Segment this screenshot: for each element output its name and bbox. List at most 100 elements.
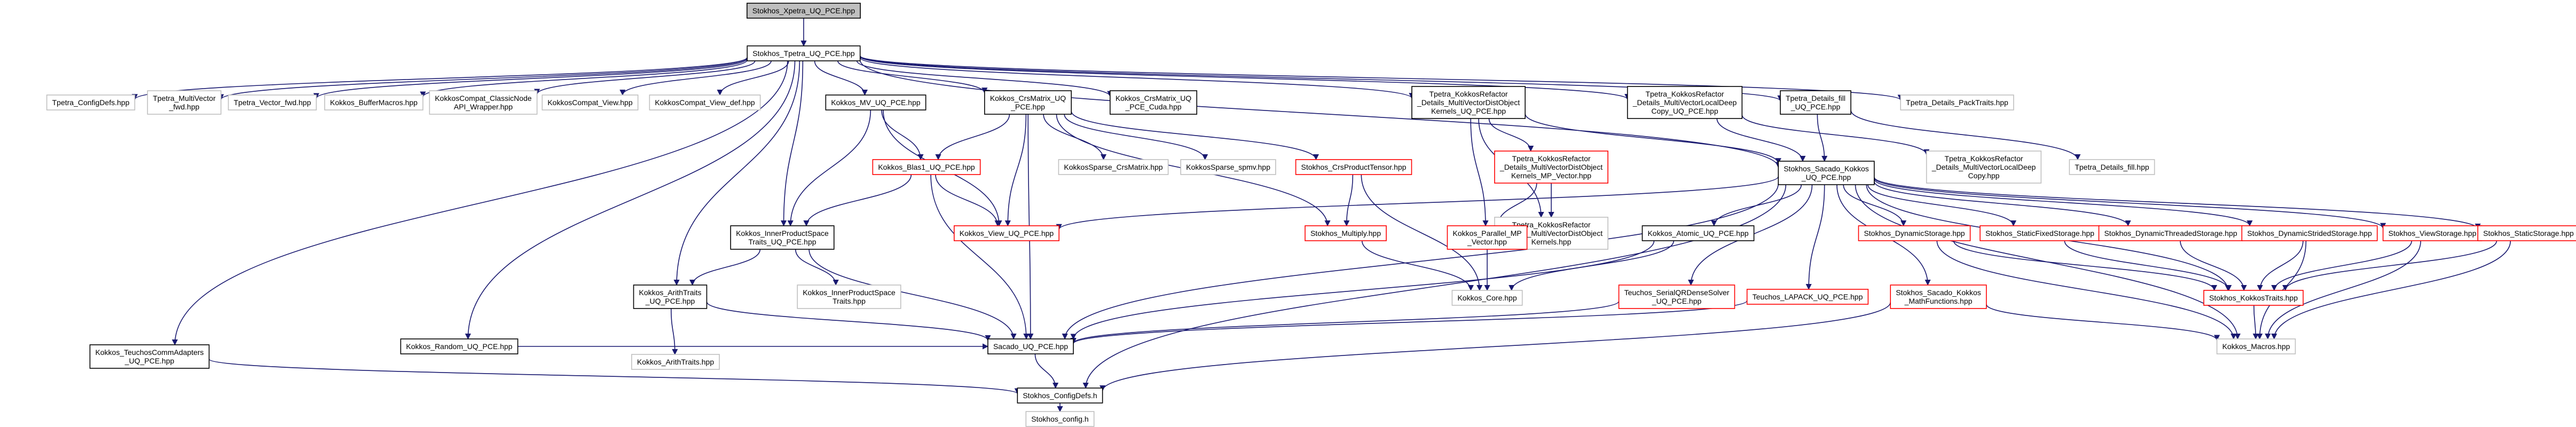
node-root[interactable]: Stokhos_Xpetra_UQ_PCE.hpp — [747, 3, 861, 19]
node-box — [2382, 225, 2483, 241]
node-tpetra-kr-multivec-kernels[interactable]: Tpetra_KokkosRefactor_Details_MultiVecto… — [1411, 86, 1526, 119]
node-kokkossparse-crsmatrix[interactable]: KokkosSparse_CrsMatrix.hpp — [1058, 159, 1169, 175]
node-tpetra-uq-pce[interactable]: Stokhos_Tpetra_UQ_PCE.hpp — [747, 45, 861, 61]
node-tpetra-configdefs[interactable]: Tpetra_ConfigDefs.hpp — [46, 94, 136, 110]
node-kokkos-bufmacros[interactable]: Kokkos_BufferMacros.hpp — [324, 94, 423, 110]
node-kokkoscompat-view-def[interactable]: KokkosCompat_View_def.hpp — [649, 94, 761, 110]
node-label: Copy_UQ_PCE.hpp — [1651, 107, 1718, 115]
node-stokhos-kokkostraits[interactable]: Stokhos_KokkosTraits.hpp — [2203, 290, 2304, 306]
node-box — [1778, 161, 1875, 185]
node-teuchos-lapack-uq-pce[interactable]: Teuchos_LAPACK_UQ_PCE.hpp — [1746, 289, 1869, 305]
node-kokkos-random-uq-pce[interactable]: Kokkos_Random_UQ_PCE.hpp — [400, 338, 519, 354]
node-stokhos-viewstorage[interactable]: Stokhos_ViewStorage.hpp — [2382, 225, 2483, 241]
node-label: Kokkos_Macros.hpp — [2222, 342, 2290, 351]
node-box — [1494, 151, 1608, 184]
edge-tpetra-uq-pce-to-kokkos-crsmatrix-uq-pce — [837, 60, 988, 94]
node-tpetra-multivector-fwd[interactable]: Tpetra_MultiVector_fwd.hpp — [147, 90, 222, 115]
node-box — [2203, 290, 2304, 306]
node-stokhos-dynamicstorage[interactable]: Stokhos_DynamicStorage.hpp — [1858, 225, 1971, 241]
node-kokkos-arithtraits[interactable]: Kokkos_ArithTraits.hpp — [631, 354, 720, 370]
node-stokhos-dynamicstridedstorage[interactable]: Stokhos_DynamicStridedStorage.hpp — [2241, 225, 2378, 241]
node-label: Stokhos_DynamicStorage.hpp — [1864, 229, 1965, 238]
node-box — [872, 159, 981, 175]
edge-stokhos-sacado-kokkos-uq-pce-to-stokhos-configdefs — [1082, 184, 1787, 389]
node-box — [400, 338, 519, 354]
edge-kokkos-innerproductspace-traits-uq-pce-to-kokkos-innerproductspace-traits — [795, 249, 839, 286]
node-stokhos-staticstorage[interactable]: Stokhos_StaticStorage.hpp — [2477, 225, 2576, 241]
node-kokkos-parallel-mp-vector[interactable]: Kokkos_Parallel_MP_Vector.hpp — [1447, 225, 1528, 250]
node-kokkos-blas1-uq-pce[interactable]: Kokkos_Blas1_UQ_PCE.hpp — [872, 159, 981, 175]
node-tpetra-details-packtraits[interactable]: Tpetra_Details_PackTraits.hpp — [1900, 94, 2014, 110]
node-tpetra-kr-multivec-localdeepcopy[interactable]: Tpetra_KokkosRefactor_Details_MultiVecto… — [1627, 86, 1743, 119]
edge-kokkos-mv-uq-pce-to-kokkos-blas1-uq-pce — [881, 109, 924, 161]
edge-kokkos-crsmatrix-uq-pce-to-stokhos-crsproducttensor — [1071, 110, 1319, 161]
node-stokhos-sacado-kokkos-uq-pce[interactable]: Stokhos_Sacado_Kokkos_UQ_PCE.hpp — [1778, 161, 1875, 185]
node-stokhos-multiply[interactable]: Stokhos_Multiply.hpp — [1305, 225, 1387, 241]
node-label: Stokhos_StaticFixedStorage.hpp — [1985, 229, 2094, 238]
node-box — [89, 344, 210, 369]
node-box — [984, 90, 1072, 115]
node-label: _UQ_PCE.hpp — [1790, 102, 1841, 111]
node-stokhos-dynamicthreadedstorage[interactable]: Stokhos_DynamicThreadedStorage.hpp — [2098, 225, 2243, 241]
edge-stokhos-dynamicstorage-to-stokhos-kokkostraits — [1953, 240, 2218, 291]
node-tpetra-details-fill-uq-pce[interactable]: Tpetra_Details_fill_UQ_PCE.hpp — [1780, 90, 1851, 115]
node-kokkossparse-spmv[interactable]: KokkosSparse_spmv.hpp — [1180, 159, 1276, 175]
node-stokhos-crsproducttensor[interactable]: Stokhos_CrsProductTensor.hpp — [1295, 159, 1412, 175]
edge-stokhos-sacado-kokkos-uq-pce-to-sacado-uq-pce — [1062, 183, 1779, 340]
node-stokhos-config[interactable]: Stokhos_config.h — [1025, 411, 1095, 427]
node-label: Traits.hpp — [833, 297, 866, 305]
node-tpetra-kr-multivec-vector[interactable]: Tpetra_KokkosRefactor_Details_MultiVecto… — [1494, 151, 1608, 184]
edge-tpetra-uq-pce-to-kokkoscompat-classicnode — [534, 60, 756, 95]
node-box — [1447, 225, 1528, 250]
node-kokkos-teuchoscommadapters[interactable]: Kokkos_TeuchosCommAdapters_UQ_PCE.hpp — [89, 344, 210, 369]
edge-tpetra-uq-pce-to-tpetra-kr-multivec-localdeepcopy — [859, 56, 1630, 100]
node-tpetra-vector-fwd[interactable]: Tpetra_Vector_fwd.hpp — [227, 94, 317, 110]
edge-stokhos-sacado-kokkos-mathfunctions-to-kokkos-macros — [1985, 304, 2220, 341]
node-label: Stokhos_ConfigDefs.h — [1023, 391, 1097, 400]
node-label: Stokhos_config.h — [1031, 415, 1088, 423]
node-label: _UQ_PCE.hpp — [1801, 173, 1851, 181]
edge-kokkos-arithtraits-uq-pce-to-sacado-uq-pce — [706, 302, 991, 342]
node-label: Tpetra_KokkosRefactor — [1645, 90, 1724, 98]
node-stokhos-staticfixedstorage[interactable]: Stokhos_StaticFixedStorage.hpp — [1980, 225, 2100, 241]
node-box — [1746, 289, 1869, 305]
node-box — [541, 94, 639, 110]
node-box — [1780, 90, 1851, 115]
node-label: Tpetra_Details_fill.hpp — [2075, 163, 2149, 171]
node-box — [1451, 290, 1523, 306]
node-kokkoscompat-view[interactable]: KokkosCompat_View.hpp — [541, 94, 639, 110]
node-kokkos-mv-uq-pce[interactable]: Kokkos_MV_UQ_PCE.hpp — [825, 94, 926, 110]
node-kokkos-crsmatrix-uq-pce-cuda[interactable]: Kokkos_CrsMatrix_UQ_PCE_Cuda.hpp — [1110, 90, 1197, 115]
node-sacado-uq-pce[interactable]: Sacado_UQ_PCE.hpp — [987, 338, 1074, 354]
node-box — [1058, 159, 1169, 175]
edge-kokkos-teuchoscommadapters-to-stokhos-configdefs — [208, 359, 1020, 394]
node-tpetra-kr-localdeepcopy-hpp[interactable]: Tpetra_KokkosRefactor_Details_MultiVecto… — [1926, 151, 2042, 184]
node-kokkos-innerproductspace-traits-uq-pce[interactable]: Kokkos_InnerProductSpaceTraits_UQ_PCE.hp… — [730, 225, 835, 250]
node-label: _Details_MultiVectorDistObject — [1417, 98, 1520, 107]
node-box — [227, 94, 317, 110]
node-kokkos-view-uq-pce[interactable]: Kokkos_View_UQ_PCE.hpp — [953, 225, 1060, 241]
node-kokkos-crsmatrix-uq-pce[interactable]: Kokkos_CrsMatrix_UQ_PCE.hpp — [984, 90, 1072, 115]
node-label: API_Wrapper.hpp — [454, 102, 513, 111]
node-kokkos-atomic-uq-pce[interactable]: Kokkos_Atomic_UQ_PCE.hpp — [1642, 225, 1755, 241]
node-stokhos-sacado-kokkos-mathfunctions[interactable]: Stokhos_Sacado_Kokkos_MathFunctions.hpp — [1890, 284, 1987, 309]
node-box — [2069, 159, 2155, 175]
edge-tpetra-uq-pce-to-kokkos-mv-uq-pce — [814, 60, 868, 96]
node-box — [649, 94, 761, 110]
node-kokkos-arithtraits-uq-pce[interactable]: Kokkos_ArithTraits_UQ_PCE.hpp — [633, 284, 708, 309]
edge-stokhos-viewstorage-to-stokhos-kokkostraits — [2271, 240, 2413, 291]
edge-stokhos-kokkostraits-to-kokkos-macros — [2252, 305, 2259, 340]
node-teuchos-serialqrdensesolver[interactable]: Teuchos_SerialQRDenseSolver_UQ_PCE.hpp — [1618, 284, 1735, 309]
node-box — [1858, 225, 1971, 241]
edge-tpetra-kr-multivec-kernels-to-kokkos-parallel-mp-vector — [1470, 118, 1489, 227]
node-kokkos-macros[interactable]: Kokkos_Macros.hpp — [2216, 338, 2296, 354]
node-box — [2098, 225, 2243, 241]
node-tpetra-details-fill[interactable]: Tpetra_Details_fill.hpp — [2069, 159, 2155, 175]
node-kokkos-core[interactable]: Kokkos_Core.hpp — [1451, 290, 1523, 306]
node-label: _fwd.hpp — [169, 102, 200, 111]
node-box — [2216, 338, 2296, 354]
node-box — [730, 225, 835, 250]
node-stokhos-configdefs[interactable]: Stokhos_ConfigDefs.h — [1017, 388, 1103, 404]
